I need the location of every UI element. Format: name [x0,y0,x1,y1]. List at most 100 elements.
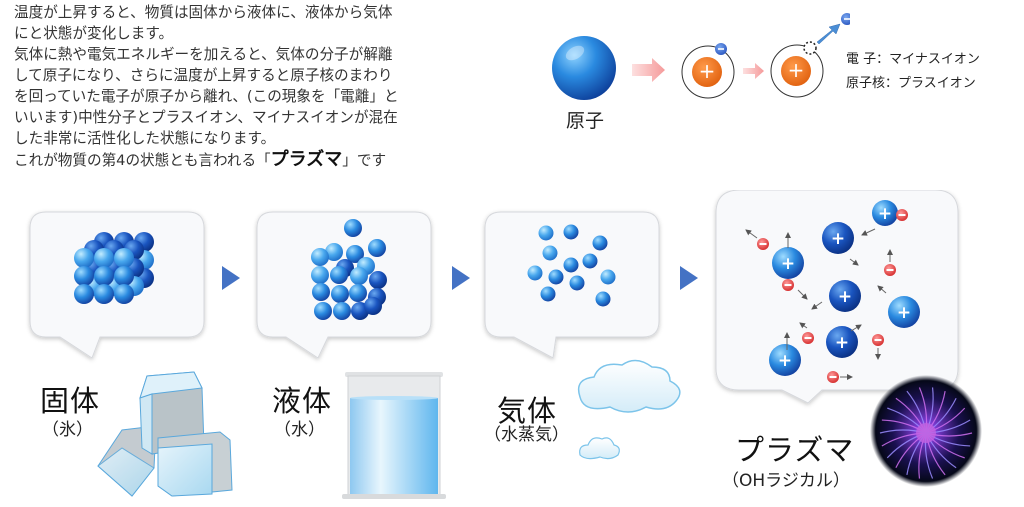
solid-molecule [114,284,134,304]
motion-arrow-icon [745,229,758,239]
gas-molecule [527,265,543,281]
gas-molecules [527,224,616,307]
state-example-solid: （氷） [42,420,93,440]
ionized-atom: + [770,13,850,98]
svg-text:+: + [699,59,716,83]
plasma-ball-image [870,375,982,487]
arrow-right-icon [452,266,470,290]
liquid-molecule [364,297,382,315]
pink-arrow-small-icon [743,63,764,79]
intro-line: いいます)中性分子とプラスイオン、マイナスイオンが混在 [14,109,398,126]
ion-legend: 電 子：マイナスイオン 原子核：プラスイオン [846,48,980,96]
plasma-particles: + + + + + + + [745,200,920,383]
positive-ion [888,296,920,328]
liquid-molecule [312,283,330,301]
intro-plasma-emphasis: プラズマ [270,149,343,170]
intro-line: にと状態が変化します。 [14,25,174,42]
motion-arrow-icon [849,258,859,266]
motion-arrow-icon [797,289,808,300]
plus-sign-icon: + [781,254,795,274]
liquid-molecule [311,266,329,284]
positive-ion [822,222,854,254]
minus-sign-icon [886,269,894,271]
minus-sign-icon [784,284,792,286]
plus-sign-icon: + [835,333,849,353]
atom-label: 原子 [566,110,605,132]
liquid-molecule [369,271,387,289]
bubble-liquid [256,211,432,359]
gas-molecule [592,235,608,251]
state-label-solid: 固体 [40,384,101,418]
minus-sign-icon [759,243,767,245]
positive-ion [772,247,804,279]
positive-ion [769,344,801,376]
intro-last-suffix: 」です [342,152,387,169]
arrow-right-icon [680,266,698,290]
plus-sign-icon: + [838,287,852,307]
solid-molecule [94,248,114,268]
state-bubbles: + + + + + + + [29,190,959,404]
solid-molecule [94,284,114,304]
state-label-gas: 気体 [497,394,558,428]
cloud-illustration [577,359,681,460]
state-example-gas: （水蒸気） [484,425,569,445]
gas-molecule [563,257,579,273]
gas-molecule [600,269,616,285]
arrow-right-icon [222,266,240,290]
minus-sign-icon [874,339,882,341]
positive-ion [872,200,898,226]
liquid-molecule [368,239,386,257]
intro-last-line: これが物質の第4の状態とも言われる「プラズマ」です [14,149,494,171]
legend-electron: 電 子：マイナスイオン [846,52,980,67]
intro-line: を回っていた電子が原子から離れ、(この現象を「電離」と [14,88,399,105]
liquid-molecule [349,284,367,302]
gas-molecule [569,275,585,291]
solid-lattice [74,232,154,304]
state-example-plasma: （OHラジカル） [722,471,850,491]
intro-line: 気体に熱や電気エネルギーを加えると、気体の分子が解離 [14,46,393,63]
liquid-molecule [311,248,329,266]
liquid-molecule [346,245,364,263]
atom-with-electron: + [681,43,735,99]
plus-sign-icon: + [897,303,911,323]
intro-text: 温度が上昇すると、物質は固体から液体に、液体から気体 にと状態が変化します。 気… [14,2,494,171]
solid-molecule [114,266,134,286]
state-label-plasma: プラズマ [735,433,855,467]
liquid-molecule [333,302,351,320]
state-label-liquid: 液体 [272,384,333,418]
ionization-diagram: + + [552,13,850,100]
minus-sign-icon [829,376,837,378]
solid-molecule [114,248,134,268]
intro-line: して原子になり、さらに温度が上昇すると原子核のまわり [14,67,393,84]
motion-arrow-icon [861,228,876,236]
ice-cubes-illustration [97,371,233,497]
liquid-molecule [330,266,348,284]
motion-arrow-icon [811,301,823,310]
gas-molecule [538,225,554,241]
atom-sphere [552,36,616,100]
liquid-molecule [344,219,362,237]
positive-ion [826,326,858,358]
positive-ion [829,280,861,312]
solid-molecule [74,248,94,268]
liquid-molecule [350,267,368,285]
minus-sign-icon [898,214,906,216]
motion-arrow-icon [877,285,887,294]
intro-line: した非常に活性化した状態になります。 [14,130,276,147]
gas-molecule [563,224,579,240]
gas-molecule [548,269,564,285]
intro-line: 温度が上昇すると、物質は固体から液体に、液体から気体 [14,4,393,21]
motion-arrow-icon [850,324,862,332]
liquid-molecule [314,302,332,320]
plus-sign-icon: + [831,229,845,249]
plus-sign-icon: + [778,351,792,371]
minus-sign-icon [804,337,812,339]
pink-arrow-icon [632,58,665,82]
gas-molecule [540,286,556,302]
solid-molecule [94,266,114,286]
gas-molecule [542,245,558,261]
svg-text:+: + [788,58,805,82]
plus-sign-icon: + [878,204,892,224]
blue-escape-arrow-icon [816,23,841,45]
legend-nucleus: 原子核：プラスイオン [846,76,976,91]
